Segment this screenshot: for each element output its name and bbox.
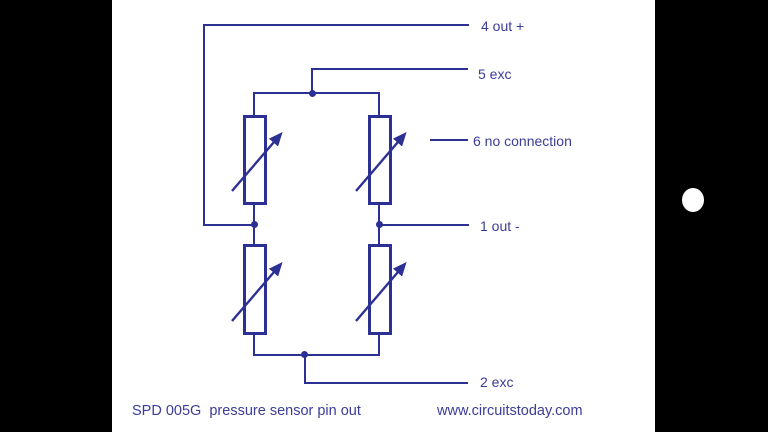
wire-right-lead-top (378, 92, 380, 117)
wire-pin2-vertical (304, 354, 306, 384)
junction-dot-top (309, 90, 316, 97)
resistor-bottom-left (243, 244, 267, 335)
pin-label-6-no-connection: 6 no connection (473, 133, 572, 149)
wire-pin4-elbow (203, 224, 256, 226)
pin-label-4-out-plus: 4 out + (481, 18, 525, 34)
junction-dot-bottom (301, 351, 308, 358)
wire-pin1-horizontal (379, 224, 469, 226)
junction-dot-right (376, 221, 383, 228)
wire-pin5-vertical (311, 68, 313, 94)
wire-pin5-horizontal (312, 68, 468, 70)
resistor-bottom-right (368, 244, 392, 335)
wire-left-lead-bottom (253, 333, 255, 356)
wire-pin2-horizontal (304, 382, 468, 384)
wire-right-lead-bottom (378, 333, 380, 356)
resistor-top-left (243, 115, 267, 205)
pin-label-1-out-minus: 1 out - (480, 218, 520, 234)
pin-label-2-exc: 2 exc (480, 374, 514, 390)
diagram-canvas (112, 0, 655, 432)
website-caption: www.circuitstoday.com (437, 402, 583, 419)
wire-left-lead-top (253, 92, 255, 117)
wire-pin4-vertical (203, 24, 205, 226)
wire-bridge-bottom (254, 354, 380, 356)
wire-bridge-top (253, 92, 380, 94)
diagram-title: SPD 005G pressure sensor pin out (132, 402, 361, 419)
wire-pin4-horizontal (203, 24, 469, 26)
resistor-top-right (368, 115, 392, 205)
camera-indicator-dot (682, 188, 704, 212)
pin-label-5-exc: 5 exc (478, 66, 512, 82)
junction-dot-left (251, 221, 258, 228)
wire-pin6-stub (430, 139, 468, 141)
